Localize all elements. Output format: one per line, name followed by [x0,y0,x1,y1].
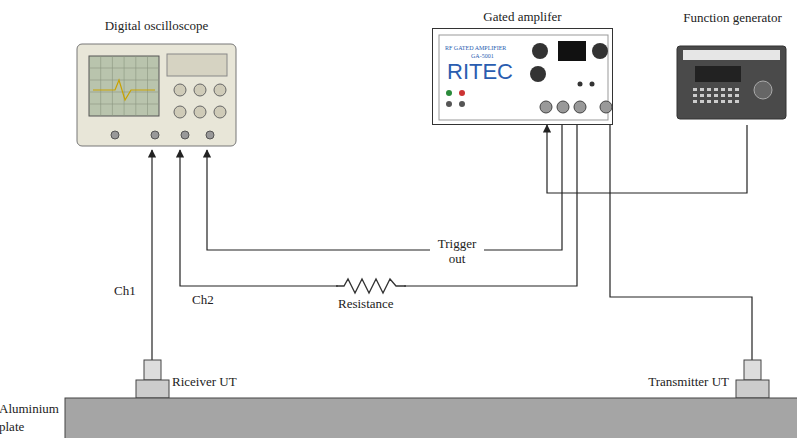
device-label: Gated amplifer [483,9,561,25]
transducer-label: Transmitter UT [648,374,729,390]
panel-text: RF GATED AMPLIFIER [445,45,506,51]
ut-drawing [740,360,765,398]
signal-wire [207,125,562,250]
aluminium-plate: Aluminium plate [65,398,797,438]
device-label: Digital oscilloscope [105,18,209,34]
transducer-label: Riceiver UT [172,374,237,390]
transmitter-transducer: Transmitter UT [740,360,765,398]
resistor-symbol [336,278,406,294]
scope-drawing [75,40,238,150]
fg-drawing [675,40,790,125]
signal-wire [151,150,152,360]
plate-label: Aluminium plate [0,400,57,436]
function-generator: Function generator [675,40,790,125]
model-number: GA-5001 [471,53,494,59]
edge-label: Ch1 [112,283,138,298]
edge-label: Trigger out [430,236,484,266]
signal-wire [180,125,577,286]
device-label: Function generator [683,10,782,26]
gated-amplifier: Gated ampliferRF GATED AMPLIFIERGA-5001R… [432,28,613,125]
signal-wire [547,125,747,193]
edge-label: Ch2 [190,292,216,307]
component-label: Resistance [336,296,396,311]
signal-wire [610,125,752,360]
brand-logo: RITEC [447,59,513,85]
plate-drawing [65,398,797,438]
ut-drawing [140,360,165,398]
receiver-transducer: Riceiver UT [140,360,165,398]
oscilloscope: Digital oscilloscope [75,40,238,150]
